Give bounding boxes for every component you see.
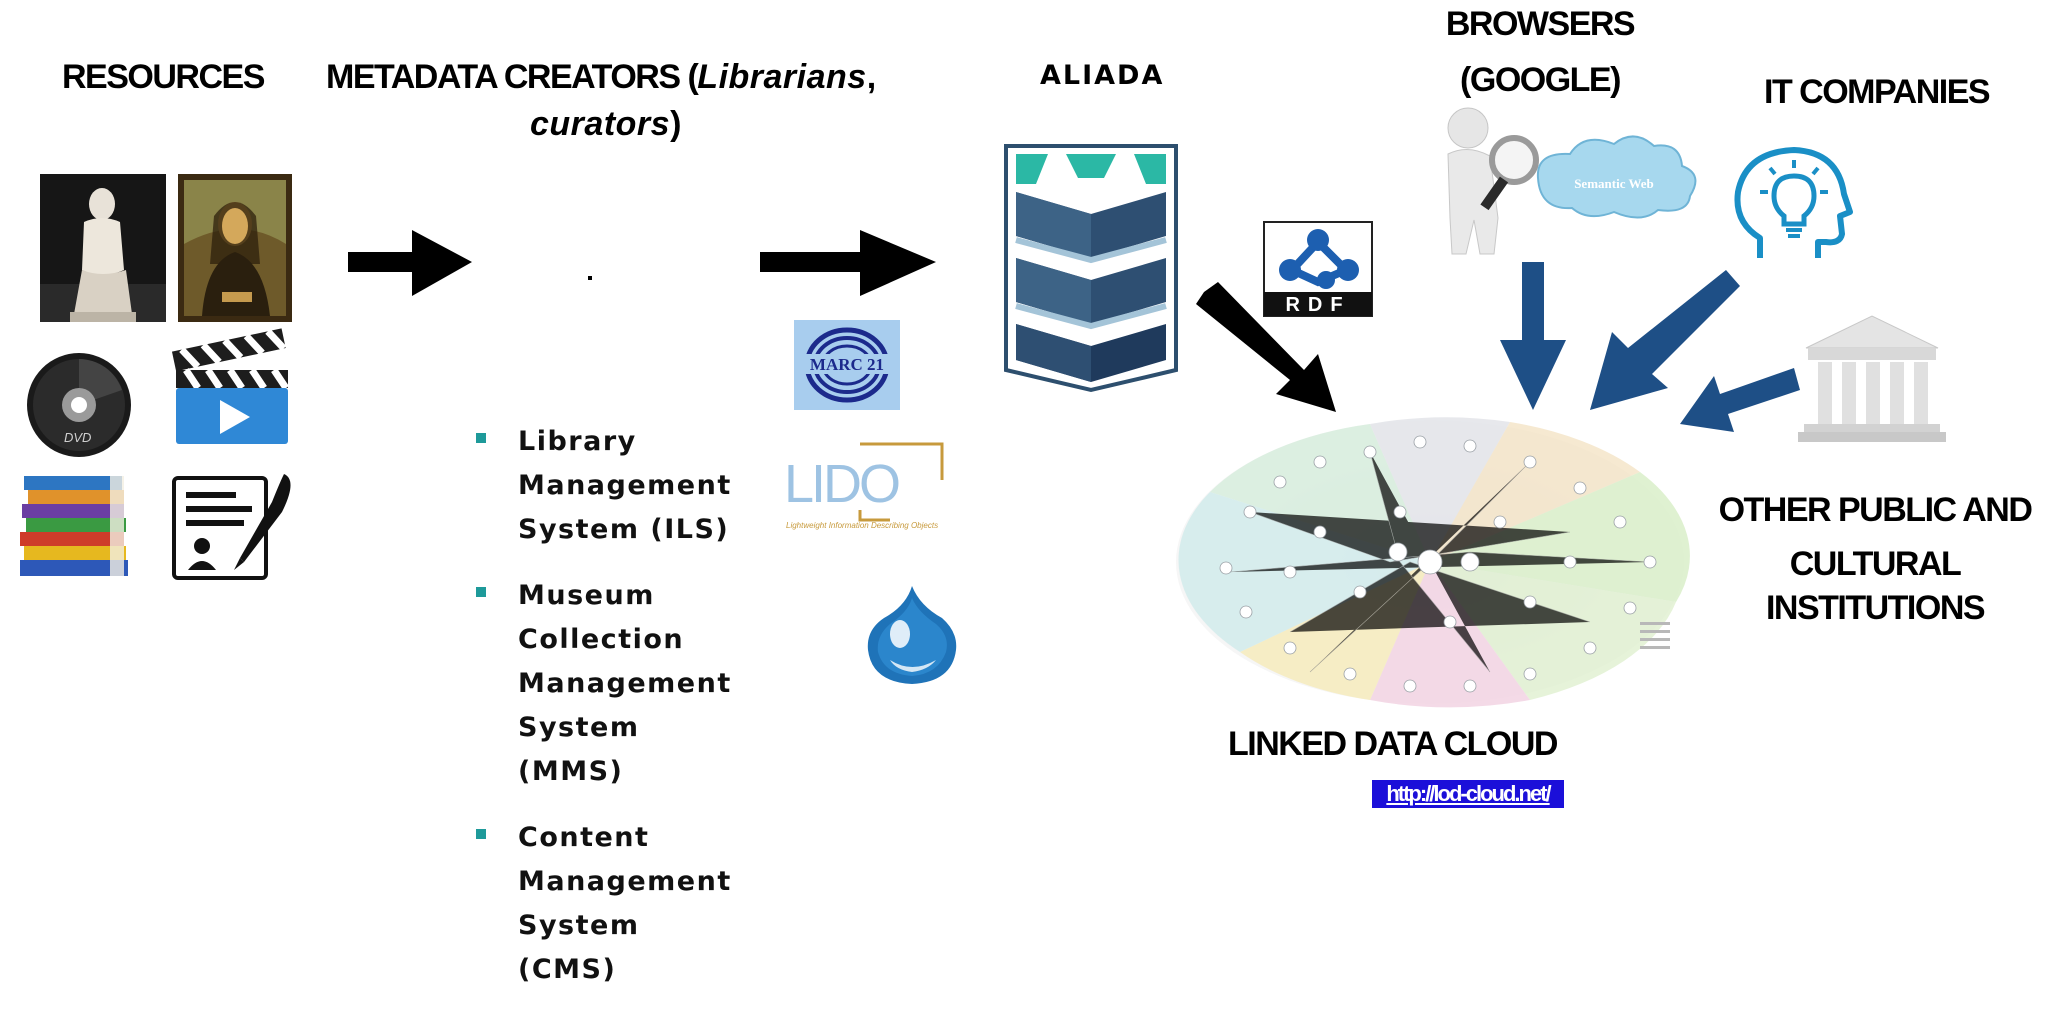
- arrow-browsers-to-cloud: [1500, 262, 1566, 410]
- video-clapper-icon: [171, 328, 289, 444]
- browsers-line2: (GOOGLE): [1460, 61, 1621, 99]
- institution-building-icon: [1798, 315, 1946, 442]
- arrow-aliada-to-cloud: [1196, 282, 1336, 412]
- system-label: Library Management System (ILS): [518, 426, 732, 545]
- lido-logo: LIDO Lightweight Information Describing …: [784, 442, 944, 530]
- dot-marker: [588, 276, 592, 280]
- other-line3: INSTITUTIONS: [1765, 589, 1986, 627]
- resources-heading: RESOURCES: [62, 58, 265, 96]
- dvd-text: DVD: [64, 430, 91, 445]
- arrow-to-aliada: [760, 230, 936, 296]
- drupal-logo: [867, 586, 957, 684]
- list-item: Library Management System (ILS): [474, 420, 748, 552]
- semantic-web-text: Semantic Web: [1574, 176, 1654, 191]
- books-icon: [20, 476, 128, 576]
- metadata-creators-heading: METADATA CREATORS (Librarians,: [326, 55, 876, 99]
- list-bullet: [476, 587, 486, 597]
- librarians-label: Librarians: [697, 58, 867, 96]
- comma: ,: [866, 58, 876, 96]
- it-companies-heading: IT COMPANIES: [1764, 73, 1991, 111]
- system-label: Museum Collection Management System (MMS…: [518, 580, 732, 787]
- list-bullet: [476, 829, 486, 839]
- arrow-to-metadata: [348, 230, 472, 296]
- list-item: Museum Collection Management System (MMS…: [474, 574, 748, 794]
- marc21-logo: MARC 21: [794, 320, 900, 410]
- other-line1: OTHER PUBLIC AND: [1718, 491, 2033, 529]
- dvd-icon: DVD: [27, 353, 131, 457]
- rdf-logo: RDF: [1263, 221, 1373, 317]
- browsers-heading: BROWSERS (GOOGLE): [1440, 2, 1640, 102]
- head-lightbulb-icon: [1734, 147, 1853, 258]
- rdf-text: RDF: [1285, 294, 1350, 316]
- systems-list: Library Management System (ILS) Museum C…: [474, 420, 748, 1014]
- lido-text: LIDO: [784, 454, 899, 514]
- marc21-text: MARC 21: [810, 355, 884, 374]
- system-label: Content Management System (CMS): [518, 822, 732, 985]
- linked-data-cloud-heading: LINKED DATA CLOUD: [1228, 725, 1558, 763]
- arrow-it-to-cloud: [1590, 270, 1740, 410]
- other-line2: CULTURAL: [1789, 545, 1962, 583]
- close-paren: ): [670, 105, 681, 143]
- linked-data-cloud-image: [1176, 417, 1690, 708]
- arrow-institutions-to-cloud: [1680, 368, 1800, 432]
- metadata-creators-label: METADATA CREATORS (: [326, 58, 699, 96]
- lido-tagline: Lightweight Information Describing Objec…: [786, 521, 938, 530]
- metadata-creators-heading-line2: curators): [530, 102, 681, 146]
- search-figure-icon: Semantic Web: [1447, 107, 1697, 255]
- aliada-heading: ALIADA: [1040, 60, 1165, 91]
- mona-lisa-image: [178, 174, 292, 322]
- lod-cloud-link[interactable]: http://lod-cloud.net/: [1372, 780, 1564, 808]
- other-institutions-heading: OTHER PUBLIC AND CULTURAL INSTITUTIONS: [1690, 488, 2060, 630]
- list-bullet: [476, 433, 486, 443]
- venus-statue-image: [40, 174, 166, 322]
- curators-label: curators: [530, 105, 671, 143]
- document-signature-icon: [172, 474, 291, 580]
- list-item: Content Management System (CMS): [474, 816, 748, 992]
- aliada-stack-icon: [1004, 144, 1178, 393]
- browsers-line1: BROWSERS: [1445, 5, 1636, 43]
